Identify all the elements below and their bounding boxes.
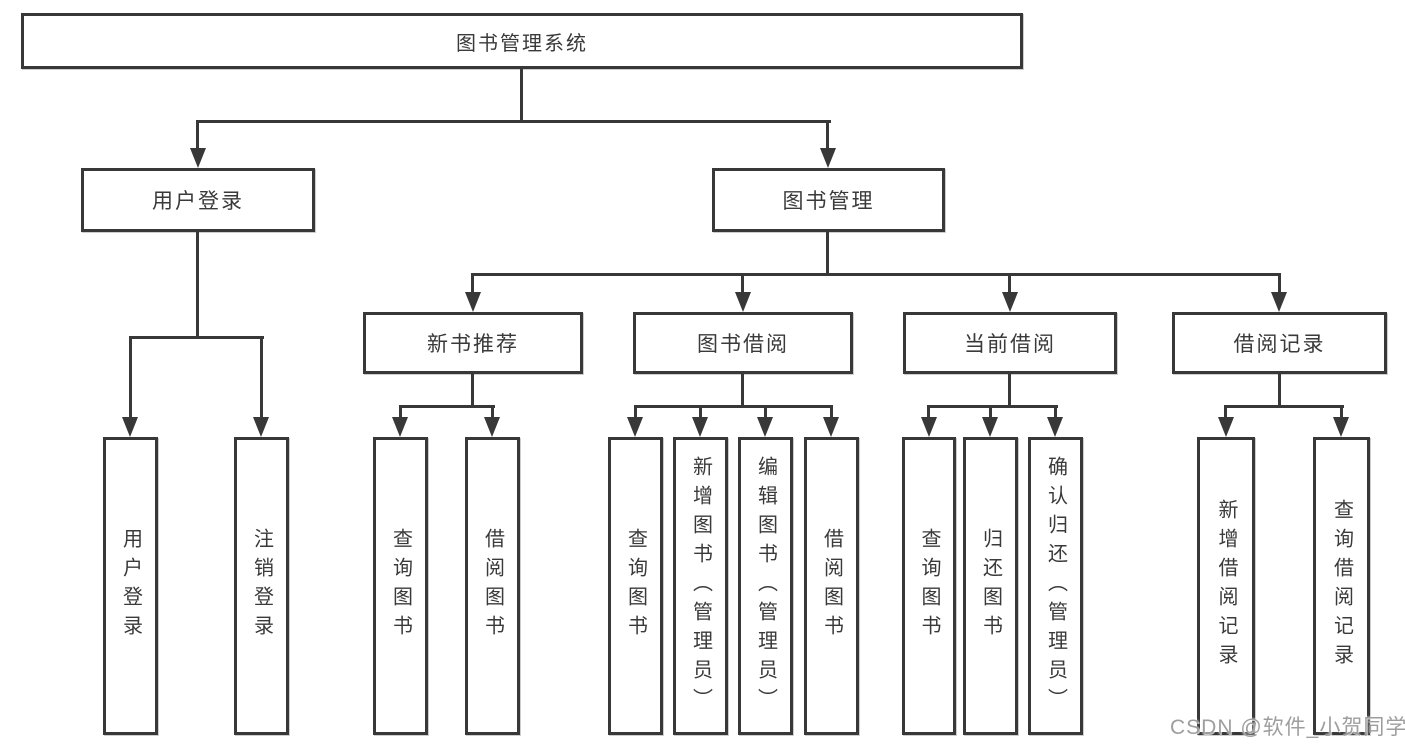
leaf-cb-return-books: 归还图书 [963, 437, 1018, 735]
connector-to-bb-borrow-books [830, 405, 833, 419]
leaf-br-add-record-label: 新增借阅记录 [1215, 499, 1237, 673]
leaf-br-query-record-label: 查询借阅记录 [1330, 499, 1353, 673]
connector-to-br-add-record [1224, 405, 1227, 419]
leaf-br-query-record: 查询借阅记录 [1313, 437, 1370, 735]
connector-to-rec-query-books [399, 405, 402, 419]
connector-user-login-trunk [196, 232, 199, 339]
node-user-login: 用户登录 [81, 168, 315, 232]
arrowhead-new-book-recommend [465, 292, 481, 312]
leaf-logout-label: 注销登录 [250, 528, 273, 644]
arrowhead-leaf-logout [253, 417, 269, 437]
leaf-bb-edit-books-admin-label: 编辑图书（管理员） [754, 455, 777, 717]
connector-book-borrowing-trunk [741, 374, 744, 407]
arrowhead-rec-query-books [392, 417, 408, 437]
connector-book-management-trunk [826, 232, 829, 276]
arrowhead-bb-query-books [627, 417, 643, 437]
leaf-cb-confirm-return-admin: 确认归还（管理员） [1028, 437, 1083, 735]
arrowhead-br-query-record [1333, 417, 1349, 437]
arrowhead-br-add-record [1218, 417, 1234, 437]
leaf-rec-borrow-books: 借阅图书 [465, 437, 520, 735]
connector-to-bb-add-books [699, 405, 702, 419]
leaf-cb-query-books: 查询图书 [902, 437, 956, 735]
leaf-rec-borrow-books-label: 借阅图书 [481, 528, 504, 644]
leaf-bb-borrow-books-label: 借阅图书 [820, 528, 843, 644]
connector-to-book-borrowing [741, 273, 744, 294]
connector-new-book-recommend-branch [399, 405, 495, 408]
connector-to-br-query-record [1340, 405, 1343, 419]
connector-current-borrowing-branch [927, 405, 1058, 408]
connector-borrow-records-branch [1224, 405, 1344, 408]
connector-user-login-branch [129, 336, 264, 339]
leaf-user-login: 用户登录 [103, 437, 158, 735]
arrowhead-current-borrowing [1002, 292, 1018, 312]
connector-root-trunk [520, 69, 523, 123]
arrowhead-cb-confirm-return [1047, 417, 1063, 437]
connector-to-bb-query-books [634, 405, 637, 419]
arrowhead-book-management [820, 148, 836, 168]
connector-borrow-records-trunk [1278, 374, 1281, 407]
node-library-system-label: 图书管理系统 [456, 32, 588, 55]
csdn-watermark: CSDN @软件_小贺同学 [1170, 716, 1405, 739]
node-book-management: 图书管理 [712, 168, 945, 232]
arrowhead-borrow-records [1271, 292, 1287, 312]
leaf-bb-add-books-admin: 新增图书（管理员） [673, 437, 728, 735]
arrowhead-user-login [190, 148, 206, 168]
connector-level2-branch [197, 120, 831, 123]
arrowhead-bb-edit-books [757, 417, 773, 437]
connector-new-book-recommend-trunk [471, 374, 474, 407]
node-borrow-records-label: 借阅记录 [1233, 333, 1326, 356]
leaf-cb-confirm-return-admin-label: 确认归还（管理员） [1044, 455, 1067, 717]
node-book-borrowing: 图书借阅 [633, 312, 853, 374]
connector-book-borrowing-branch [634, 405, 833, 408]
arrowhead-cb-return-books [982, 417, 998, 437]
connector-to-cb-confirm-return [1054, 405, 1057, 419]
connector-to-leaf-logout [260, 336, 263, 419]
connector-level3-branch [471, 273, 1281, 276]
arrowhead-rec-borrow-books [484, 417, 500, 437]
leaf-bb-query-books-label: 查询图书 [624, 528, 647, 644]
connector-to-leaf-user-login [129, 336, 132, 419]
arrowhead-bb-add-books [692, 417, 708, 437]
node-new-book-recommend: 新书推荐 [363, 312, 583, 374]
connector-current-borrowing-trunk [1008, 374, 1011, 407]
node-current-borrowing-label: 当前借阅 [964, 333, 1056, 356]
node-current-borrowing: 当前借阅 [903, 312, 1117, 374]
leaf-rec-query-books-label: 查询图书 [389, 528, 412, 644]
node-borrow-records: 借阅记录 [1172, 312, 1387, 374]
connector-to-new-book-recommend [471, 273, 474, 294]
leaf-logout: 注销登录 [234, 437, 289, 735]
arrowhead-leaf-user-login [122, 417, 138, 437]
arrowhead-cb-query-books [921, 417, 937, 437]
connector-to-bb-edit-books [764, 405, 767, 419]
leaf-rec-query-books: 查询图书 [373, 437, 428, 735]
node-book-management-label: 图书管理 [782, 190, 875, 213]
connector-to-cb-query-books [927, 405, 930, 419]
arrowhead-bb-borrow-books [823, 417, 839, 437]
leaf-bb-query-books: 查询图书 [608, 437, 663, 735]
node-book-borrowing-label: 图书借阅 [697, 333, 789, 356]
connector-to-rec-borrow-books [491, 405, 494, 419]
connector-to-current-borrowing [1008, 273, 1011, 294]
node-new-book-recommend-label: 新书推荐 [427, 333, 519, 356]
connector-to-cb-return-books [989, 405, 992, 419]
connector-to-book-management [826, 120, 829, 150]
leaf-br-add-record: 新增借阅记录 [1197, 437, 1255, 735]
connector-to-borrow-records [1278, 273, 1281, 294]
node-user-login-label: 用户登录 [152, 190, 244, 213]
leaf-bb-borrow-books: 借阅图书 [804, 437, 859, 735]
leaf-bb-add-books-admin-label: 新增图书（管理员） [689, 455, 712, 717]
leaf-cb-query-books-label: 查询图书 [918, 528, 940, 644]
leaf-user-login-label: 用户登录 [119, 528, 142, 644]
leaf-bb-edit-books-admin: 编辑图书（管理员） [738, 437, 793, 735]
node-library-system: 图书管理系统 [21, 13, 1023, 69]
arrowhead-book-borrowing [735, 292, 751, 312]
leaf-cb-return-books-label: 归还图书 [979, 528, 1002, 644]
connector-to-user-login [196, 120, 199, 150]
